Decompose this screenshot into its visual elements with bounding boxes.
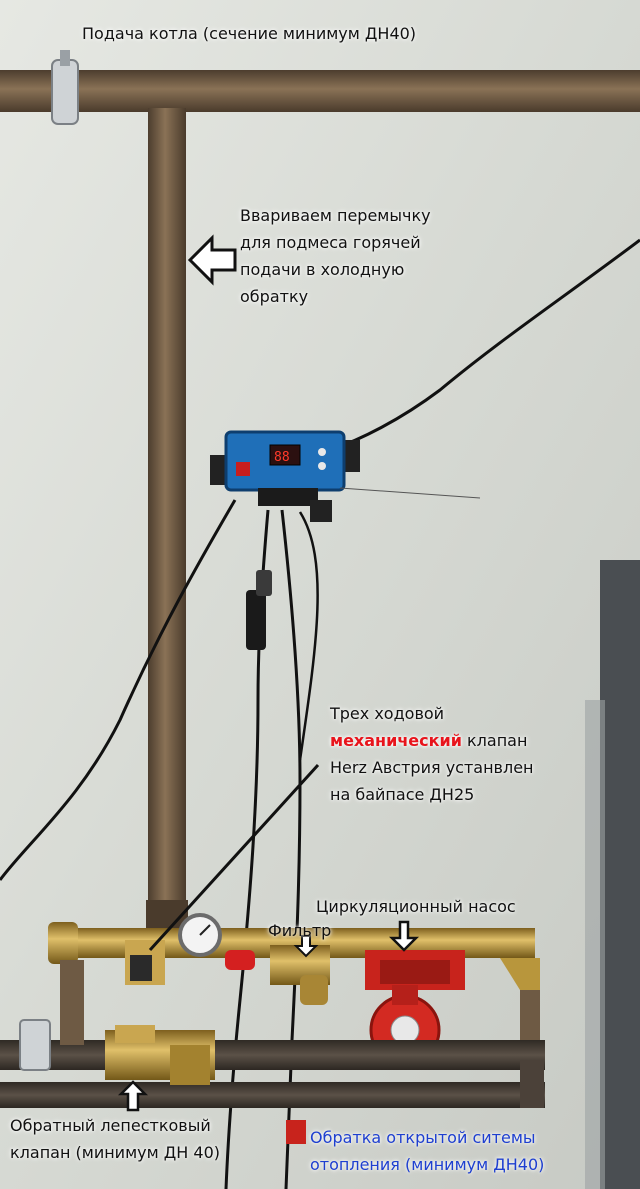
pipe-clamp <box>51 59 79 125</box>
check-valve <box>105 1025 215 1085</box>
ball-valve-handle <box>225 950 255 970</box>
three-way-valve-label: Трех ходовой механический клапан Herz Ав… <box>330 704 534 804</box>
check-valve-label: Обратный лепестковый клапан (минимум ДН … <box>10 1116 220 1162</box>
three-way-valve <box>125 940 165 985</box>
svg-text:88: 88 <box>274 450 290 465</box>
pump-label: Циркуляционный насос <box>316 897 516 916</box>
outline-arrow-up-icon <box>117 1080 149 1112</box>
pressure-gauge <box>178 913 222 957</box>
supply-label: Подача котла (сечение минимум ДН40) <box>82 24 417 43</box>
outline-arrow-down-icon <box>293 935 319 958</box>
outline-arrow-down-icon <box>388 920 420 952</box>
jumper-pipe <box>148 108 186 928</box>
door-frame <box>600 560 640 1189</box>
cable-connector <box>246 590 266 650</box>
return-label: Обратка открытой ситемы отопления (миним… <box>310 1128 545 1174</box>
pump-controller: 88 <box>210 430 360 522</box>
power-cable <box>0 499 237 881</box>
sensor-cable <box>329 238 640 452</box>
outline-arrow-left-icon <box>187 234 237 286</box>
supply-pipe <box>0 70 640 112</box>
valve-pointer-line <box>148 763 320 952</box>
filter <box>270 945 330 1005</box>
jumper-label: Ввариваем перемычку для подмеса горячей … <box>240 206 431 306</box>
filter-label: Фильтр <box>268 921 332 940</box>
return-pipe <box>0 1040 545 1070</box>
